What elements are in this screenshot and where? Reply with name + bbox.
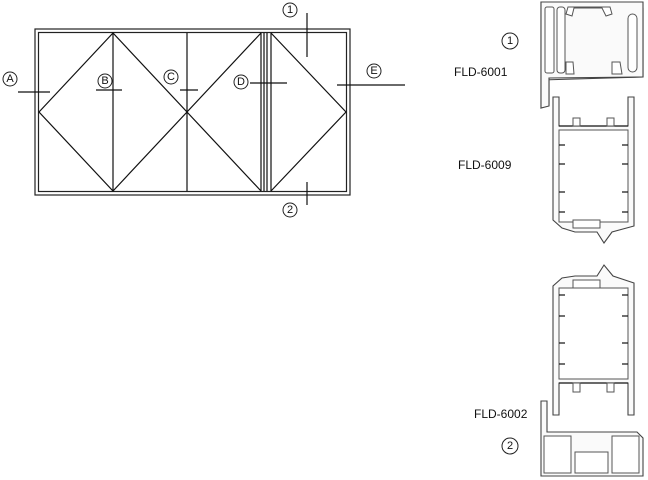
profile-label-fld-6009: FLD-6009 [458,158,512,172]
marker-2: 2 [282,202,298,218]
marker-b-label: B [101,75,108,87]
section-bottom: 2 FLD-6002 [474,264,644,477]
door-elevation: A B C D E 1 2 [2,2,405,218]
marker-d: D [233,74,249,90]
profile-label-fld-6001: FLD-6001 [454,65,508,79]
outer-frame [34,28,351,196]
profile-fld-6001 [540,1,644,109]
marker-c: C [163,69,179,85]
marker-a: A [2,71,18,87]
opening-triangle [186,32,262,192]
profile-fld-6002 [540,400,644,477]
marker-c-label: C [167,71,175,83]
profile-label-fld-6002: FLD-6002 [474,407,528,421]
opening-triangle [270,32,347,192]
section-marker-1: 1 [501,32,519,50]
marker-d-label: D [237,76,245,88]
marker-e-label: E [370,65,377,77]
marker-b: B [97,73,113,89]
marker-e: E [366,63,382,79]
profile-sash-bottom [552,264,635,416]
profile-fld-6009 [552,96,635,244]
section-marker-2: 2 [501,437,519,455]
marker-1-label: 1 [287,4,293,16]
section-marker-1-label: 1 [507,35,513,47]
marker-1: 1 [282,2,298,18]
marker-2-label: 2 [287,204,293,216]
section-marker-2-label: 2 [507,440,513,452]
marker-a-label: A [6,73,14,85]
section-top: 1 FLD-6001 FLD-6009 [454,1,644,244]
inner-frame [37,31,348,193]
